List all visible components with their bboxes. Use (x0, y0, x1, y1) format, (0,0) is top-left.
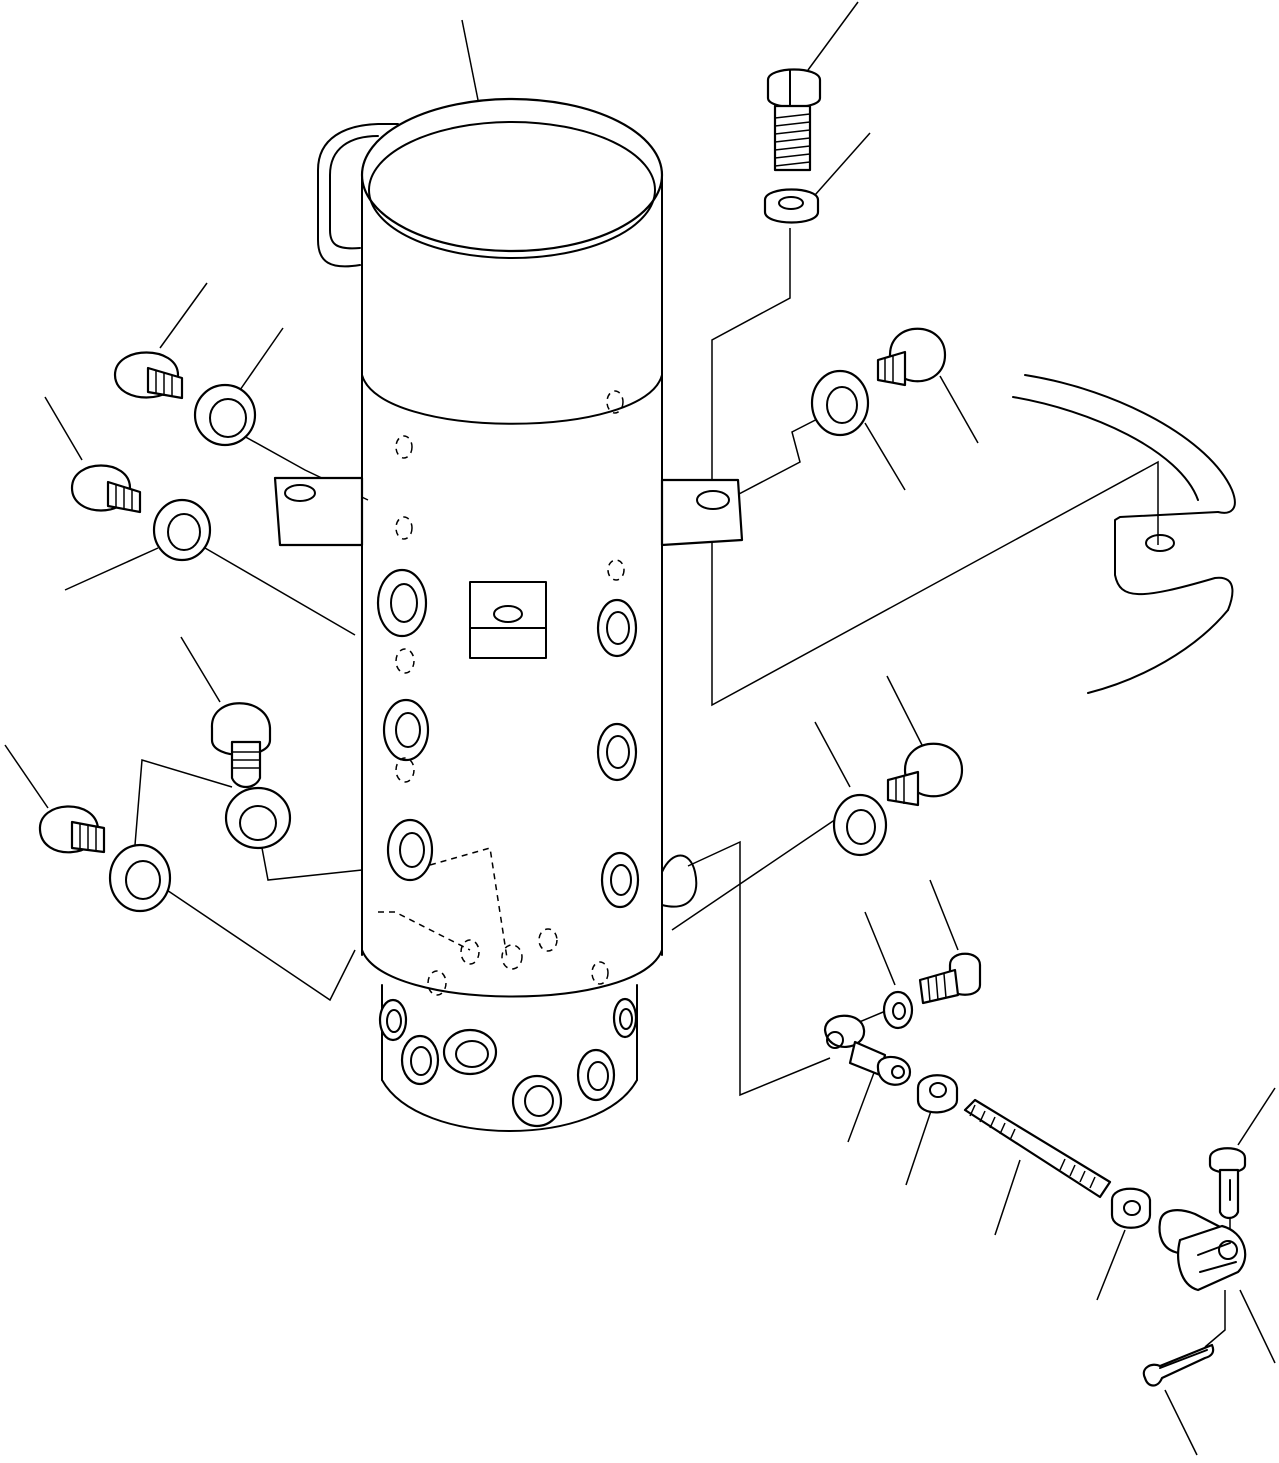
plug-right-upper (878, 329, 945, 385)
seal-right-upper (812, 371, 868, 435)
frame-segment (1013, 375, 1235, 693)
seal-left-bottom (110, 845, 170, 911)
top-washer (765, 190, 818, 223)
lock-nut-left (918, 1075, 957, 1112)
plug-left-bottom (40, 806, 104, 852)
plug-left-upper (115, 353, 182, 399)
seal-left-middle (154, 500, 210, 560)
plug-right-lower (888, 744, 962, 805)
swivel-joint-body (275, 99, 742, 1131)
plug-left-lower (212, 703, 270, 787)
seal-left-upper (195, 385, 255, 445)
lock-nut-right (1112, 1189, 1150, 1228)
small-bolt (920, 954, 980, 1003)
threaded-rod (965, 1100, 1110, 1197)
top-bolt (768, 70, 820, 171)
clevis (1160, 1210, 1246, 1290)
leader-lines (5, 2, 1275, 1455)
clevis-pin (1210, 1148, 1245, 1218)
plug-left-middle (72, 466, 140, 513)
seal-right-lower (834, 795, 886, 855)
seal-left-lower-inner (226, 788, 290, 848)
small-washer (884, 992, 912, 1028)
ball-joint (825, 1016, 910, 1085)
cotter-pin (1144, 1345, 1213, 1386)
assembly-paths (135, 228, 1230, 1347)
